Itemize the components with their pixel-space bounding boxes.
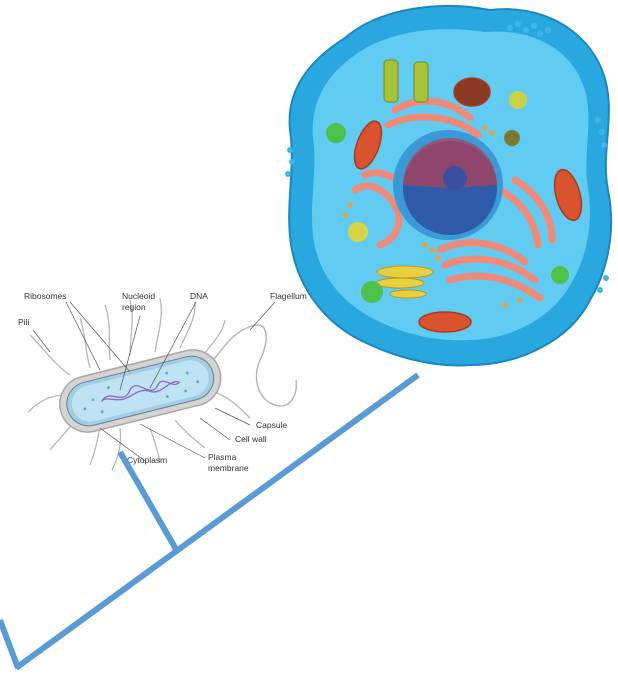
nucleus [393,130,503,240]
flagellum [212,325,296,406]
label-nucleoid-region-line2: region [122,302,146,312]
label-plasma-membrane-line1: Plasma [208,452,237,462]
label-dna: DNA [190,291,208,301]
label-flagellum: Flagellum [270,291,307,301]
label-pili: Pili [18,317,29,327]
label-capsule: Capsule [256,420,287,430]
nucleolus [443,166,467,190]
label-ribosomes: Ribosomes [24,291,67,301]
tree-trunk-branch [0,620,18,668]
prokaryotic-cell: Ribosomes Nucleoid region DNA Flagellum … [18,291,307,473]
label-nucleoid-region-line1: Nucleoid [122,291,155,301]
phylogenetic-tree [0,375,418,668]
label-cytoplasm: Cytoplasm [127,455,167,465]
label-cell-wall: Cell wall [235,434,267,444]
tree-prokaryote-branch [120,452,177,551]
label-plasma-membrane-line2: membrane [208,463,249,473]
eukaryotic-cell [285,6,611,366]
